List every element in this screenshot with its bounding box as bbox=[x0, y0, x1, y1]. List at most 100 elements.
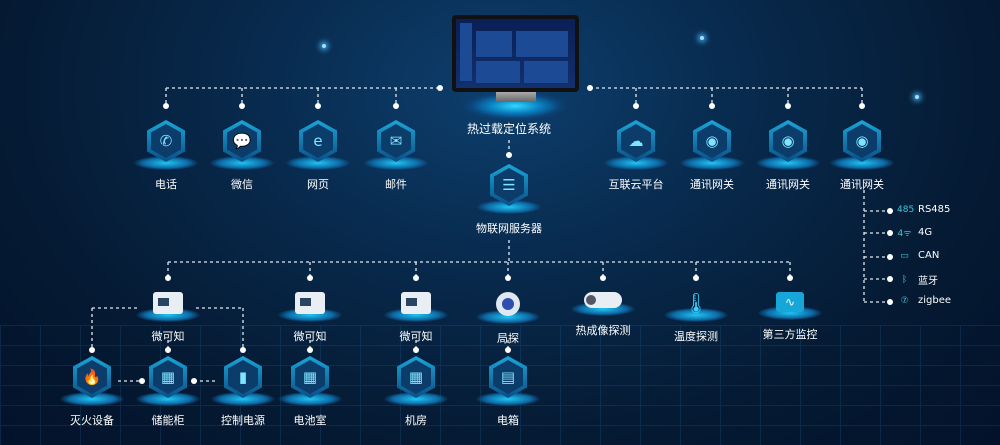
server-node[interactable]: ☰物联网服务器 bbox=[464, 164, 554, 236]
protocol-can-icon: ▭ bbox=[900, 250, 909, 261]
node-label: 物联网服务器 bbox=[476, 222, 542, 235]
gateway-node-1[interactable]: ◉通讯网关 bbox=[667, 120, 757, 192]
device-node[interactable]: 微可知 bbox=[123, 292, 213, 344]
device-cam-icon bbox=[584, 292, 622, 308]
glow-platform bbox=[476, 310, 540, 324]
node-label: 控制电源 bbox=[221, 414, 265, 427]
protocol-label: 蓝牙 bbox=[918, 276, 938, 287]
connector-dot bbox=[165, 347, 171, 353]
target-node[interactable]: 🔥灭火设备 bbox=[47, 356, 137, 428]
glow-platform bbox=[756, 156, 820, 170]
device-label: 热成像探测 bbox=[575, 324, 631, 337]
node-label: 通讯网关 bbox=[766, 178, 810, 191]
connector-dot bbox=[506, 152, 512, 158]
device-node[interactable]: 热成像探测 bbox=[558, 292, 648, 338]
gateway-node-2[interactable]: ◉通讯网关 bbox=[743, 120, 833, 192]
glow-platform bbox=[134, 156, 198, 170]
connector-dot bbox=[787, 275, 793, 281]
connector-dot bbox=[887, 299, 893, 305]
connector-dot bbox=[191, 378, 197, 384]
gateway-node-3[interactable]: ◉通讯网关 bbox=[817, 120, 907, 192]
glow-platform bbox=[60, 392, 124, 406]
connector-dot bbox=[240, 347, 246, 353]
monitor-system-screen bbox=[452, 15, 579, 102]
device-label: 局探 bbox=[497, 332, 519, 345]
system-title: 热过载定位系统 bbox=[466, 122, 552, 136]
target-icon: ▦ bbox=[397, 356, 435, 398]
node-label: 互联云平台 bbox=[608, 178, 664, 191]
glow-platform bbox=[758, 306, 822, 320]
protocol-label: 4G bbox=[918, 227, 933, 238]
node-label: 电话 bbox=[155, 178, 177, 191]
connector-dot bbox=[315, 103, 321, 109]
device-node[interactable]: 局探 bbox=[463, 292, 553, 346]
glow-platform bbox=[286, 156, 350, 170]
target-node[interactable]: ▤电箱 bbox=[463, 356, 553, 428]
target-node[interactable]: ▦储能柜 bbox=[123, 356, 213, 428]
node-label: 机房 bbox=[405, 414, 427, 427]
connector-dot bbox=[307, 275, 313, 281]
connector-dot bbox=[859, 103, 865, 109]
glow-platform bbox=[477, 200, 541, 214]
target-icon: ▦ bbox=[149, 356, 187, 398]
protocol-4g-icon: 4ᯤ bbox=[897, 229, 912, 239]
client-node-mail[interactable]: ✉邮件 bbox=[351, 120, 441, 192]
device-thermo-icon: 🌡 bbox=[683, 291, 709, 315]
device-dev-icon bbox=[401, 292, 431, 314]
connector-dot bbox=[887, 254, 893, 260]
mail-icon: ✉ bbox=[377, 120, 415, 162]
connector-dot bbox=[785, 103, 791, 109]
node-label: 通讯网关 bbox=[840, 178, 884, 191]
device-label: 微可知 bbox=[151, 330, 185, 343]
connector-dot bbox=[163, 103, 169, 109]
glow-platform bbox=[830, 156, 894, 170]
connector-dot bbox=[587, 85, 593, 91]
protocol-rs485-icon: 485 bbox=[897, 204, 915, 215]
protocol-item: ᛒ 蓝牙 bbox=[897, 272, 938, 288]
glow-platform bbox=[384, 308, 448, 322]
gateway-node-0[interactable]: ☁互联云平台 bbox=[591, 120, 681, 192]
connector-dot bbox=[633, 103, 639, 109]
glow-platform bbox=[604, 156, 668, 170]
device-label: 第三方监控 bbox=[762, 328, 818, 341]
device-dev-icon bbox=[153, 292, 183, 314]
client-node-wechat[interactable]: 💬微信 bbox=[197, 120, 287, 192]
connector-dot bbox=[139, 378, 145, 384]
protocol-item: ▭CAN bbox=[897, 250, 939, 261]
client-node-phone[interactable]: ✆电话 bbox=[121, 120, 211, 192]
device-node[interactable]: ∿第三方监控 bbox=[745, 292, 835, 342]
device-dev-icon bbox=[295, 292, 325, 314]
connector-dot bbox=[393, 103, 399, 109]
device-round-icon bbox=[496, 292, 520, 316]
connector-dot bbox=[887, 230, 893, 236]
target-icon: 🔥 bbox=[73, 356, 111, 398]
device-node[interactable]: 微可知 bbox=[265, 292, 355, 344]
glow-platform bbox=[384, 392, 448, 406]
node-label: 微信 bbox=[231, 178, 253, 191]
node-label: 电池室 bbox=[293, 414, 327, 427]
target-node[interactable]: ▦ 机房 bbox=[371, 356, 461, 428]
glow-platform bbox=[210, 156, 274, 170]
glow-platform bbox=[136, 308, 200, 322]
glow-platform bbox=[664, 308, 728, 322]
glow-platform bbox=[136, 392, 200, 406]
glow-platform bbox=[278, 308, 342, 322]
connector-dot bbox=[505, 275, 511, 281]
connector-dot bbox=[887, 276, 893, 282]
device-label: 温度探测 bbox=[674, 330, 718, 343]
sparkle bbox=[700, 36, 704, 40]
glow-platform bbox=[476, 392, 540, 406]
connector-dot bbox=[600, 275, 606, 281]
device-node[interactable]: 微可知 bbox=[371, 292, 461, 344]
connector-dot bbox=[413, 347, 419, 353]
target-node[interactable]: ▦电池室 bbox=[265, 356, 355, 428]
protocol-蓝牙-icon: ᛒ bbox=[901, 274, 908, 285]
glow-platform bbox=[364, 156, 428, 170]
connector-dot bbox=[887, 208, 893, 214]
target-node[interactable]: ▮控制电源 bbox=[198, 356, 288, 428]
device-node[interactable]: 🌡 温度探测 bbox=[651, 292, 741, 344]
